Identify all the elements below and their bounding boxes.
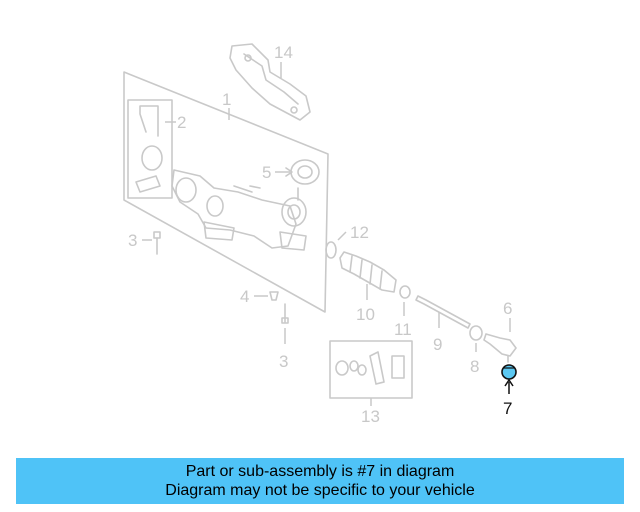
callout-12: 12 bbox=[350, 223, 369, 242]
part-5-grommet bbox=[290, 159, 320, 185]
part-1-panel bbox=[123, 71, 329, 313]
callout-2: 2 bbox=[177, 113, 186, 132]
callout-4: 4 bbox=[240, 287, 249, 306]
callout-10: 10 bbox=[356, 305, 375, 324]
lead-12 bbox=[337, 231, 347, 241]
part-6-tie-rod-end bbox=[483, 333, 517, 363]
part-2-bushing-set bbox=[127, 99, 173, 199]
banner-line-1: Part or sub-assembly is #7 in diagram bbox=[185, 463, 455, 480]
part-4-bolt bbox=[269, 291, 279, 301]
steering-rack bbox=[171, 169, 307, 251]
part-8-jam-nut bbox=[469, 325, 483, 341]
callout-1: 1 bbox=[222, 90, 231, 109]
callout-7: 7 bbox=[503, 399, 512, 418]
parts-diagram: 14 1 2 5 3 4 bbox=[123, 43, 517, 426]
info-banner: Part or sub-assembly is #7 in diagram Di… bbox=[16, 458, 624, 504]
part-11-clamp bbox=[399, 285, 411, 299]
arrow-7 bbox=[504, 378, 514, 387]
callout-13: 13 bbox=[361, 407, 380, 426]
part-3-bolt-lower bbox=[281, 303, 289, 324]
callout-3-upper: 3 bbox=[128, 231, 137, 250]
callout-3-lower: 3 bbox=[279, 352, 288, 371]
arrow-5 bbox=[285, 167, 293, 177]
banner-line-2: Diagram may not be specific to your vehi… bbox=[165, 482, 475, 499]
part-12-clamp bbox=[325, 241, 337, 259]
callout-5: 5 bbox=[262, 163, 271, 182]
callout-6: 6 bbox=[503, 299, 512, 318]
part-9-inner-tie-rod bbox=[415, 295, 471, 329]
part-3-bolt-upper bbox=[153, 231, 161, 255]
part-7-nut-highlighted bbox=[501, 364, 517, 380]
part-13-kit bbox=[329, 340, 413, 399]
part-10-boot bbox=[339, 251, 397, 293]
callout-14: 14 bbox=[274, 43, 293, 62]
callout-9: 9 bbox=[433, 335, 442, 354]
callout-8: 8 bbox=[470, 357, 479, 376]
part-14-heat-shield bbox=[229, 43, 311, 121]
callout-11: 11 bbox=[394, 320, 412, 339]
